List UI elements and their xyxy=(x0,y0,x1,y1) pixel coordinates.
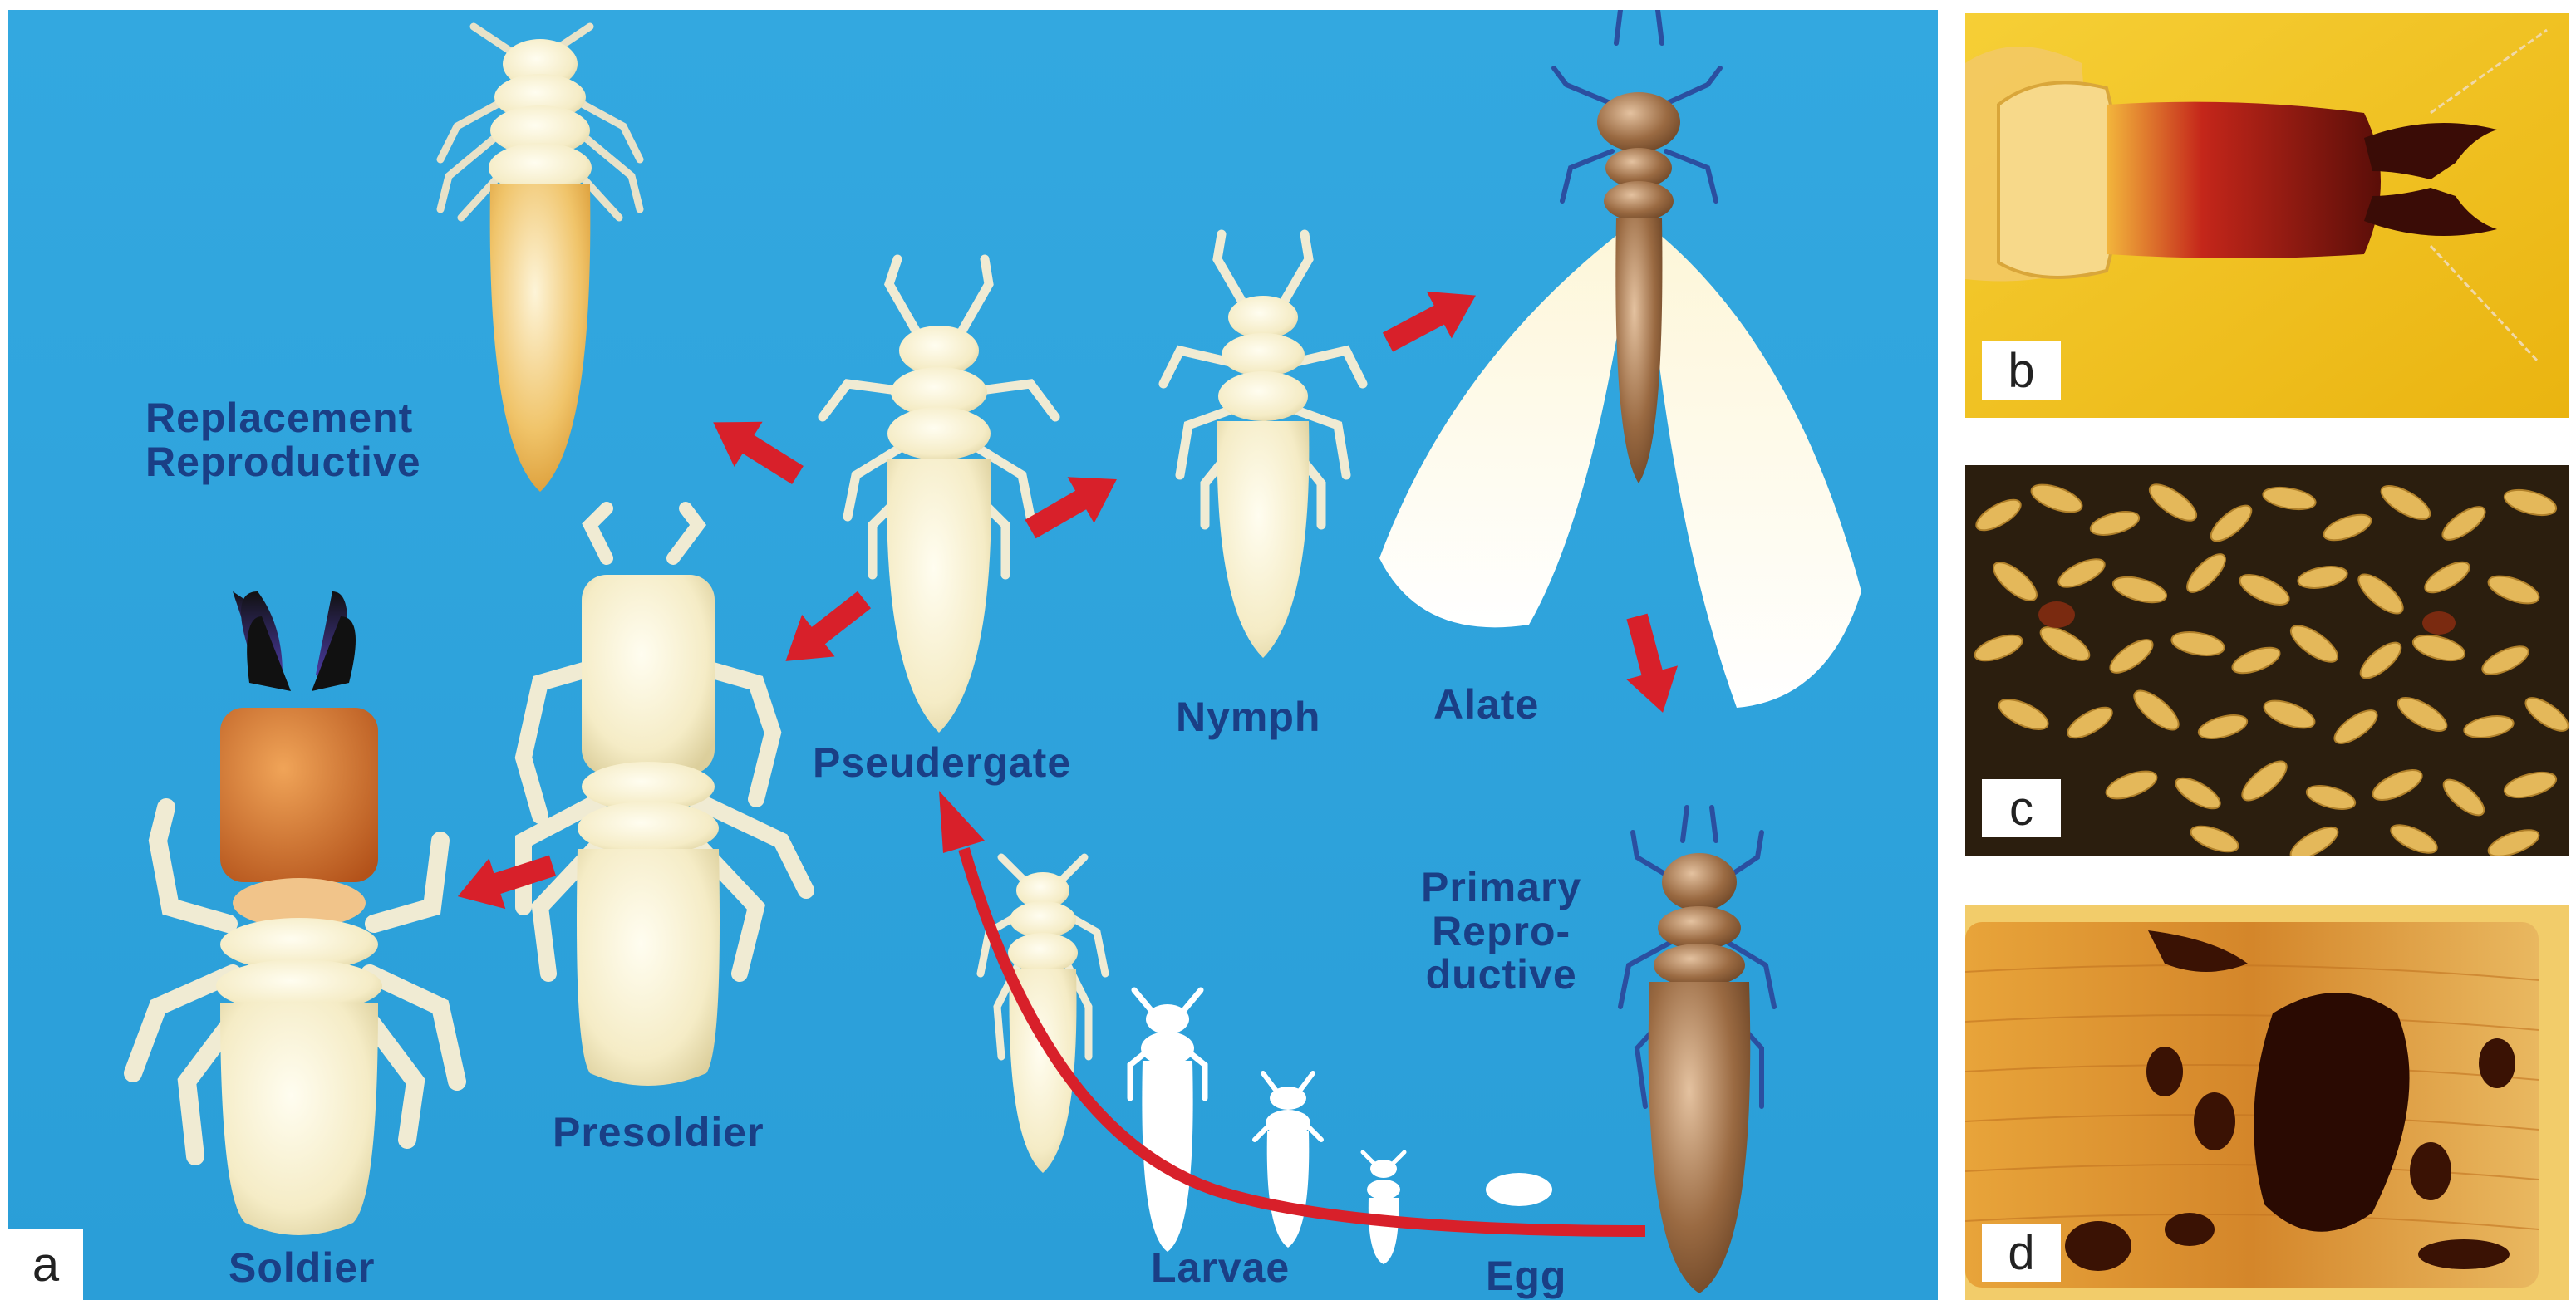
photo-panel-d: d xyxy=(1965,905,2569,1300)
lifecycle-diagram-panel: Replacement Reproductive Pseudergate Nym… xyxy=(8,10,1938,1300)
panel-letter-a: a xyxy=(8,1229,83,1300)
label-egg: Egg xyxy=(1486,1254,1566,1298)
lifecycle-diagram xyxy=(8,10,1938,1300)
label-soldier: Soldier xyxy=(229,1246,375,1290)
photo-panel-b: b xyxy=(1965,13,2569,418)
photo-panel-c: c xyxy=(1965,465,2569,856)
label-presoldier: Presoldier xyxy=(553,1111,764,1155)
soldier-head xyxy=(220,708,378,882)
label-replacement-reproductive: Replacement Reproductive xyxy=(145,396,421,483)
panel-letter-d: d xyxy=(1982,1224,2061,1282)
label-primary-reproductive: Primary Repro- ductive xyxy=(1421,866,1581,997)
panel-letter-c: c xyxy=(1982,779,2061,837)
label-nymph: Nymph xyxy=(1176,695,1320,739)
egg-shape xyxy=(1486,1173,1552,1206)
label-alate: Alate xyxy=(1433,683,1539,727)
label-pseudergate: Pseudergate xyxy=(813,741,1071,785)
label-larvae: Larvae xyxy=(1151,1246,1290,1290)
panel-letter-b: b xyxy=(1982,341,2061,400)
